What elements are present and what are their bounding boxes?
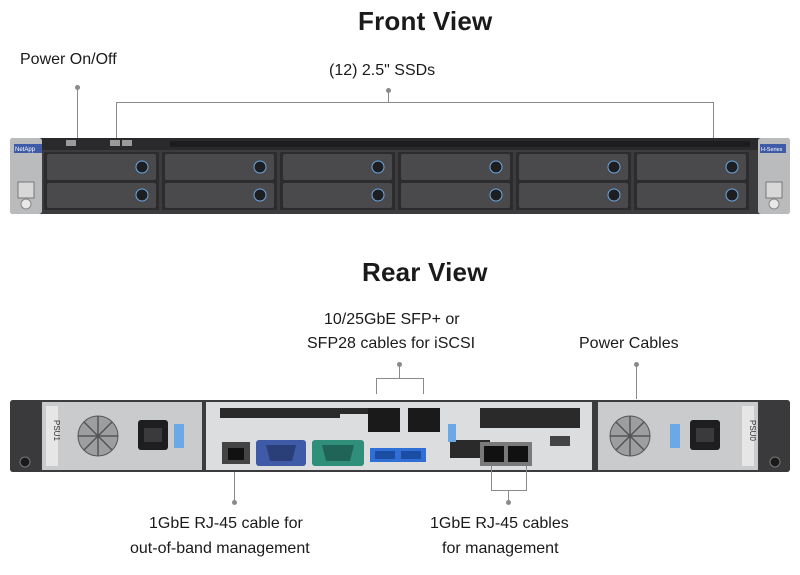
sfp-leader-dot-top	[397, 362, 402, 367]
oob-leader-line	[234, 472, 235, 502]
drive-bay	[516, 152, 631, 210]
drive-bay	[634, 152, 749, 210]
mgmt-leader-bracket-bottom	[491, 490, 527, 491]
sfp-label-line1: 10/25GbE SFP+ or	[324, 311, 460, 328]
oob-leader-dot	[232, 500, 237, 505]
drive-bay	[44, 152, 159, 210]
psu0-tag: PSU0	[748, 420, 757, 441]
brand-label: NetApp	[15, 147, 36, 153]
oob-label-line2: out-of-band management	[130, 540, 310, 557]
psu1: PSU1	[42, 402, 202, 470]
power-cables-leader-dot	[634, 362, 639, 367]
front-view-title: Front View	[358, 6, 493, 36]
mgmt-label-line1: 1GbE RJ-45 cables	[430, 515, 569, 532]
drive-bay	[398, 152, 513, 210]
sfp-leader-bracket-right	[423, 378, 424, 394]
power-cables-leader-line	[636, 365, 637, 399]
power-leader-dot-top	[75, 85, 80, 90]
sfp-port	[408, 408, 440, 432]
psu1-tag: PSU1	[52, 420, 61, 441]
ssd-leader-bracket-top	[116, 102, 714, 103]
mgmt-label-line2: for management	[442, 540, 559, 557]
drive-bay	[162, 152, 277, 210]
model-tag-label: H-Series	[761, 147, 783, 153]
ssd-leader-stem	[388, 91, 389, 102]
ssd-leader-bracket-right	[713, 102, 714, 138]
oob-label-line1: 1GbE RJ-45 cable for	[149, 515, 303, 532]
power-cables-label: Power Cables	[579, 335, 679, 352]
mgmt-leader-bracket-right	[526, 466, 527, 490]
psu0: PSU0	[598, 402, 758, 470]
sfp-leader-stem	[399, 365, 400, 378]
power-leader-line	[77, 88, 78, 138]
drive-bay	[280, 152, 395, 210]
power-on-off-label: Power On/Off	[20, 51, 117, 68]
sfp-leader-bracket-left	[376, 378, 377, 394]
mgmt-leader-bracket-left	[491, 466, 492, 490]
mgmt-leader-dot	[506, 500, 511, 505]
sfp-leader-bracket-top	[376, 378, 424, 379]
mgmt-leader-stem	[508, 490, 509, 500]
sfp-port	[368, 408, 400, 432]
rear-chassis: PSU1 PSU0	[10, 400, 790, 472]
ssd-leader-dot-top	[386, 88, 391, 93]
sfp-label-line2: SFP28 cables for iSCSI	[307, 335, 476, 352]
rear-view-title: Rear View	[362, 257, 488, 287]
ssd-leader-bracket-left	[116, 102, 117, 138]
ssd-label: (12) 2.5" SSDs	[329, 62, 436, 79]
front-chassis: NetApp H-Series	[10, 138, 790, 214]
